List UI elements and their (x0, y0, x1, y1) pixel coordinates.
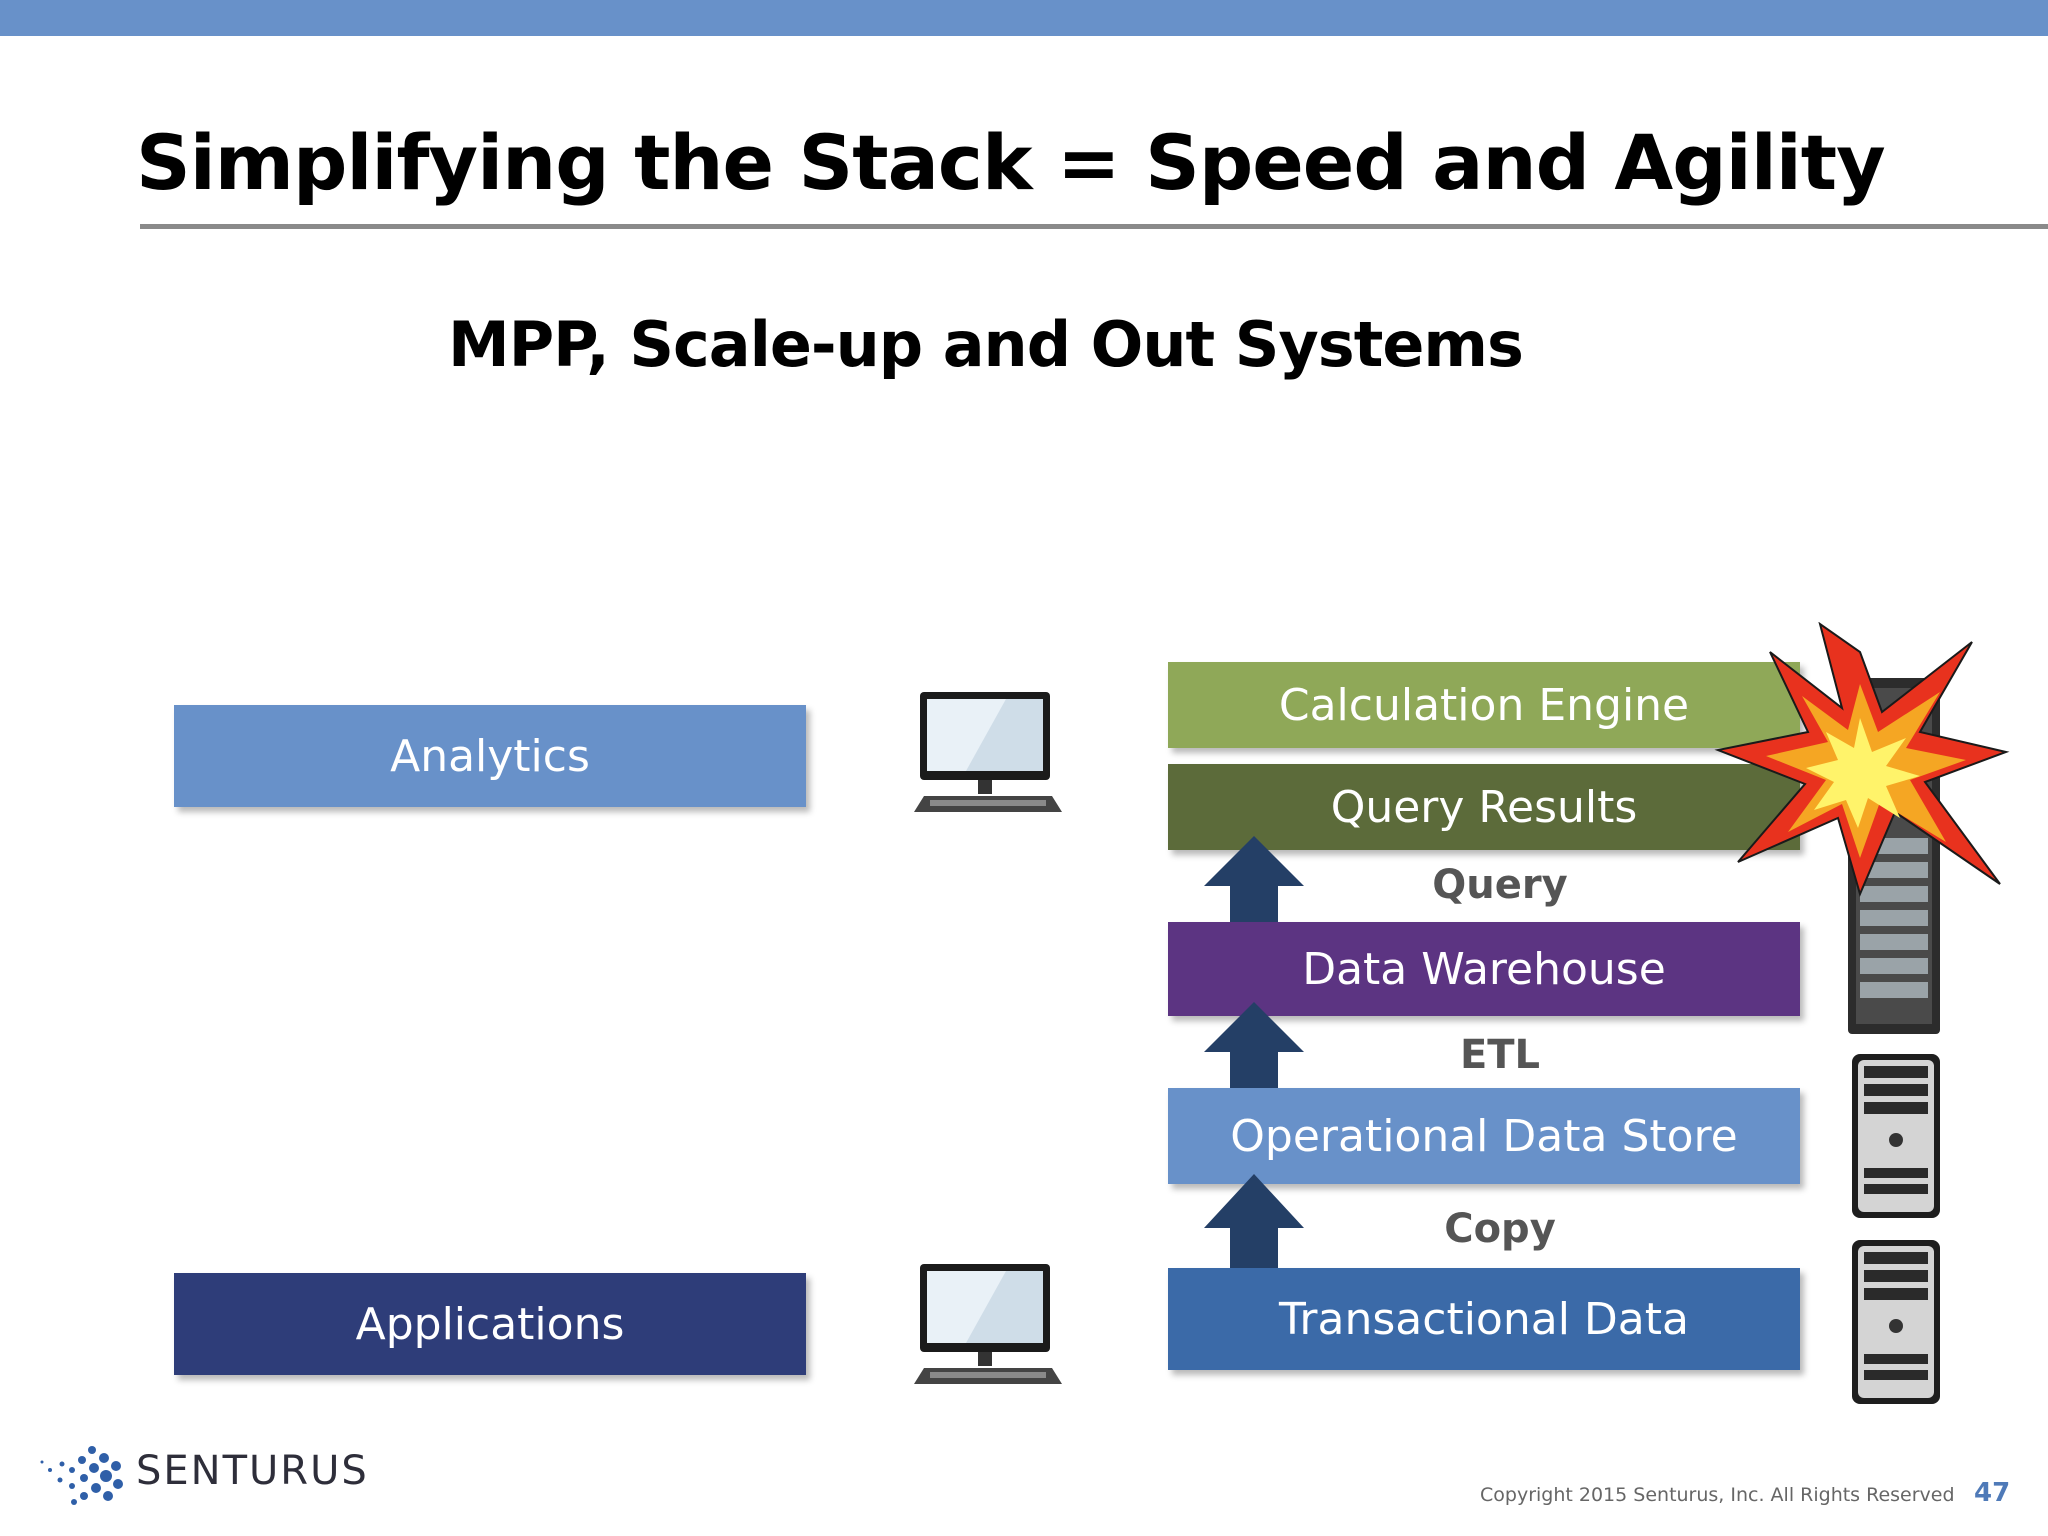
page-number: 47 (1974, 1478, 2011, 1508)
data-warehouse-label: Data Warehouse (1302, 943, 1666, 995)
applications-box: Applications (174, 1273, 806, 1375)
globe-logo-icon (40, 1446, 123, 1505)
slide-subtitle: MPP, Scale-up and Out Systems (448, 308, 1524, 381)
desktop-computer-icon (914, 692, 1062, 812)
slide-title: Simplifying the Stack = Speed and Agilit… (136, 118, 1886, 207)
query-label: Query (1432, 862, 1568, 908)
copyright-text: Copyright 2015 Senturus, Inc. All Rights… (1480, 1484, 1955, 1506)
calculation-engine-box: Calculation Engine (1168, 662, 1800, 748)
analytics-label: Analytics (390, 730, 590, 782)
calculation-engine-label: Calculation Engine (1278, 679, 1690, 731)
transactional-data-box: Transactional Data (1168, 1268, 1800, 1370)
analytics-box: Analytics (174, 705, 806, 807)
up-arrow-icon (1204, 1174, 1304, 1268)
explosion-icon (1714, 622, 2010, 897)
data-warehouse-box: Data Warehouse (1168, 922, 1800, 1016)
operational-data-store-label: Operational Data Store (1230, 1110, 1738, 1162)
logo-text: SENTURUS (136, 1448, 369, 1494)
tower-server-icon (1852, 1240, 1940, 1404)
transactional-data-label: Transactional Data (1279, 1293, 1689, 1345)
query-results-label: Query Results (1330, 781, 1638, 833)
query-results-box: Query Results (1168, 764, 1800, 850)
top-accent-bar (0, 0, 2048, 36)
operational-data-store-box: Operational Data Store (1168, 1088, 1800, 1184)
tower-server-icon (1852, 1054, 1940, 1218)
copy-label: Copy (1444, 1206, 1556, 1252)
up-arrow-icon (1204, 1002, 1304, 1088)
title-divider (140, 224, 2048, 229)
applications-label: Applications (355, 1298, 625, 1350)
desktop-computer-icon (914, 1264, 1062, 1384)
up-arrow-icon (1204, 836, 1304, 922)
etl-label: ETL (1459, 1032, 1541, 1078)
